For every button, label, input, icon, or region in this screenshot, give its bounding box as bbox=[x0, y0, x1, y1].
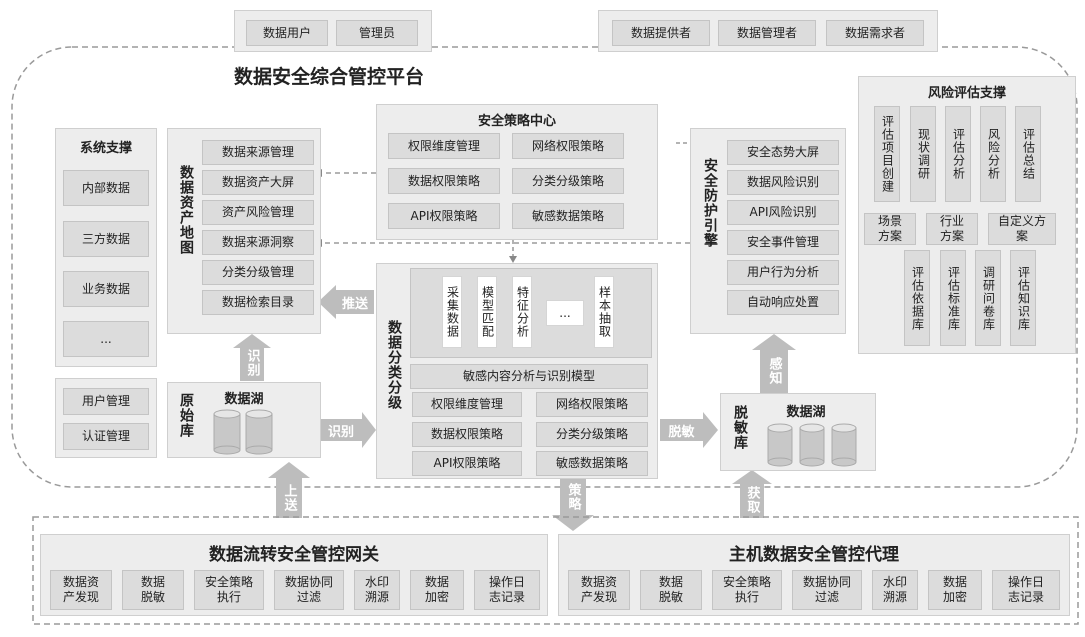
risk-industry-plan: 行业方案 bbox=[926, 213, 978, 245]
push-arrow bbox=[318, 285, 374, 319]
step-sample: 样本抽取 bbox=[594, 276, 614, 348]
classify-title: 数据分类分级 bbox=[386, 320, 402, 410]
internal-data: 内部数据 bbox=[63, 170, 149, 206]
agent-collab-filter: 数据协同过滤 bbox=[792, 570, 862, 610]
classify-grading: 分类分级策略 bbox=[536, 422, 648, 447]
gateway-title: 数据流转安全管控网关 bbox=[209, 545, 379, 565]
policy-sensitive: 敏感数据策略 bbox=[512, 203, 624, 229]
policy-network: 网络权限策略 bbox=[512, 133, 624, 159]
identify-right-arrow bbox=[320, 412, 376, 448]
fetch-arrow bbox=[732, 470, 772, 518]
policy-api: API权限策略 bbox=[388, 203, 500, 229]
step-collect: 采集数据 bbox=[442, 276, 462, 348]
policy-label: 策略 bbox=[565, 483, 581, 511]
raw-lake-title: 原始库 bbox=[178, 393, 194, 438]
risk-custom-plan: 自定义方案 bbox=[988, 213, 1056, 245]
auth-management: 认证管理 bbox=[63, 423, 149, 450]
risk-project-create: 评估项目创建 bbox=[874, 106, 900, 202]
platform-title: 数据安全综合管控平台 bbox=[234, 66, 425, 88]
classify-dimension: 权限维度管理 bbox=[412, 392, 522, 417]
role-data-provider: 数据提供者 bbox=[612, 20, 710, 46]
policy-classify: 分类分级策略 bbox=[512, 168, 624, 194]
risk-eval-analysis: 评估分析 bbox=[945, 106, 971, 202]
engine-event-mgmt: 安全事件管理 bbox=[727, 230, 839, 255]
asset-source-insight: 数据来源洞察 bbox=[202, 230, 314, 255]
agent-op-log: 操作日志记录 bbox=[992, 570, 1060, 610]
classify-sensitive: 敏感数据策略 bbox=[536, 451, 648, 476]
upload-arrow bbox=[268, 462, 310, 518]
gw-collab-filter: 数据协同过滤 bbox=[274, 570, 344, 610]
asset-search-catalog: 数据检索目录 bbox=[202, 290, 314, 315]
policy-data-permission: 数据权限策略 bbox=[388, 168, 500, 194]
system-support-title: 系统支撑 bbox=[79, 141, 132, 156]
risk-analysis: 风险分析 bbox=[980, 106, 1006, 202]
risk-knowledge-lib: 评估知识库 bbox=[1010, 250, 1036, 346]
role-data-consumer: 数据需求者 bbox=[826, 20, 924, 46]
classify-api: API权限策略 bbox=[412, 451, 522, 476]
identify-up-label: 识别 bbox=[244, 349, 260, 377]
perceive-arrow bbox=[752, 334, 796, 393]
role-data-manager: 数据管理者 bbox=[718, 20, 816, 46]
role-admin: 管理员 bbox=[336, 20, 418, 46]
classify-model: 敏感内容分析与识别模型 bbox=[410, 364, 648, 389]
agent-encrypt: 数据加密 bbox=[928, 570, 982, 610]
gw-desensitize: 数据脱敏 bbox=[122, 570, 184, 610]
risk-scene-plan: 场景方案 bbox=[864, 213, 916, 245]
risk-standard-lib: 评估标准库 bbox=[940, 250, 966, 346]
raw-lake-panel bbox=[167, 382, 321, 458]
protection-engine-title: 安全防护引擎 bbox=[702, 158, 718, 248]
risk-assess-title: 风险评估支撑 bbox=[927, 86, 1006, 101]
agent-title: 主机数据安全管控代理 bbox=[729, 545, 899, 565]
step-feature: 特征分析 bbox=[512, 276, 532, 348]
upload-label: 上送 bbox=[281, 484, 297, 512]
gw-policy-exec: 安全策略执行 bbox=[194, 570, 264, 610]
agent-policy-exec: 安全策略执行 bbox=[712, 570, 782, 610]
agent-desensitize: 数据脱敏 bbox=[640, 570, 702, 610]
raw-lake-label: 数据湖 bbox=[224, 392, 264, 407]
step-more: ... bbox=[546, 300, 584, 326]
masked-lake-title: 脱敏库 bbox=[732, 405, 748, 450]
agent-asset-discovery: 数据资产发现 bbox=[568, 570, 630, 610]
engine-data-risk: 数据风险识别 bbox=[727, 170, 839, 195]
risk-survey: 现状调研 bbox=[910, 106, 936, 202]
risk-basis-lib: 评估依据库 bbox=[904, 250, 930, 346]
classify-data-permission: 数据权限策略 bbox=[412, 422, 522, 447]
third-party-data: 三方数据 bbox=[63, 221, 149, 257]
more-data: ... bbox=[63, 321, 149, 357]
classify-network: 网络权限策略 bbox=[536, 392, 648, 417]
gw-op-log: 操作日志记录 bbox=[474, 570, 540, 610]
engine-behavior-analysis: 用户行为分析 bbox=[727, 260, 839, 285]
push-label: 推送 bbox=[341, 296, 368, 312]
asset-risk-mgmt: 资产风险管理 bbox=[202, 200, 314, 225]
business-data: 业务数据 bbox=[63, 271, 149, 307]
desensitize-arrow bbox=[660, 412, 718, 448]
engine-auto-response: 自动响应处置 bbox=[727, 290, 839, 315]
role-data-user: 数据用户 bbox=[246, 20, 328, 46]
risk-questionnaire-lib: 调研问卷库 bbox=[975, 250, 1001, 346]
asset-screen: 数据资产大屏 bbox=[202, 170, 314, 195]
user-management: 用户管理 bbox=[63, 388, 149, 415]
engine-situation-screen: 安全态势大屏 bbox=[727, 140, 839, 165]
identify-up-arrow bbox=[233, 334, 271, 381]
policy-center-title: 安全策略中心 bbox=[477, 114, 556, 129]
fetch-label: 获取 bbox=[744, 486, 760, 514]
perceive-label: 感知 bbox=[766, 357, 782, 385]
engine-api-risk: API风险识别 bbox=[727, 200, 839, 225]
asset-source-mgmt: 数据来源管理 bbox=[202, 140, 314, 165]
gw-watermark: 水印溯源 bbox=[354, 570, 400, 610]
masked-lake-label: 数据湖 bbox=[786, 405, 826, 420]
risk-summary: 评估总结 bbox=[1015, 106, 1041, 202]
policy-dimension-mgmt: 权限维度管理 bbox=[388, 133, 500, 159]
identify-right-label: 识别 bbox=[327, 424, 354, 440]
desensitize-label: 脱敏 bbox=[668, 424, 695, 440]
asset-map-title: 数据资产地图 bbox=[178, 165, 194, 255]
gw-asset-discovery: 数据资产发现 bbox=[50, 570, 112, 610]
agent-watermark: 水印溯源 bbox=[872, 570, 918, 610]
asset-classify-mgmt: 分类分级管理 bbox=[202, 260, 314, 285]
gw-encrypt: 数据加密 bbox=[410, 570, 464, 610]
step-model-match: 模型匹配 bbox=[477, 276, 497, 348]
